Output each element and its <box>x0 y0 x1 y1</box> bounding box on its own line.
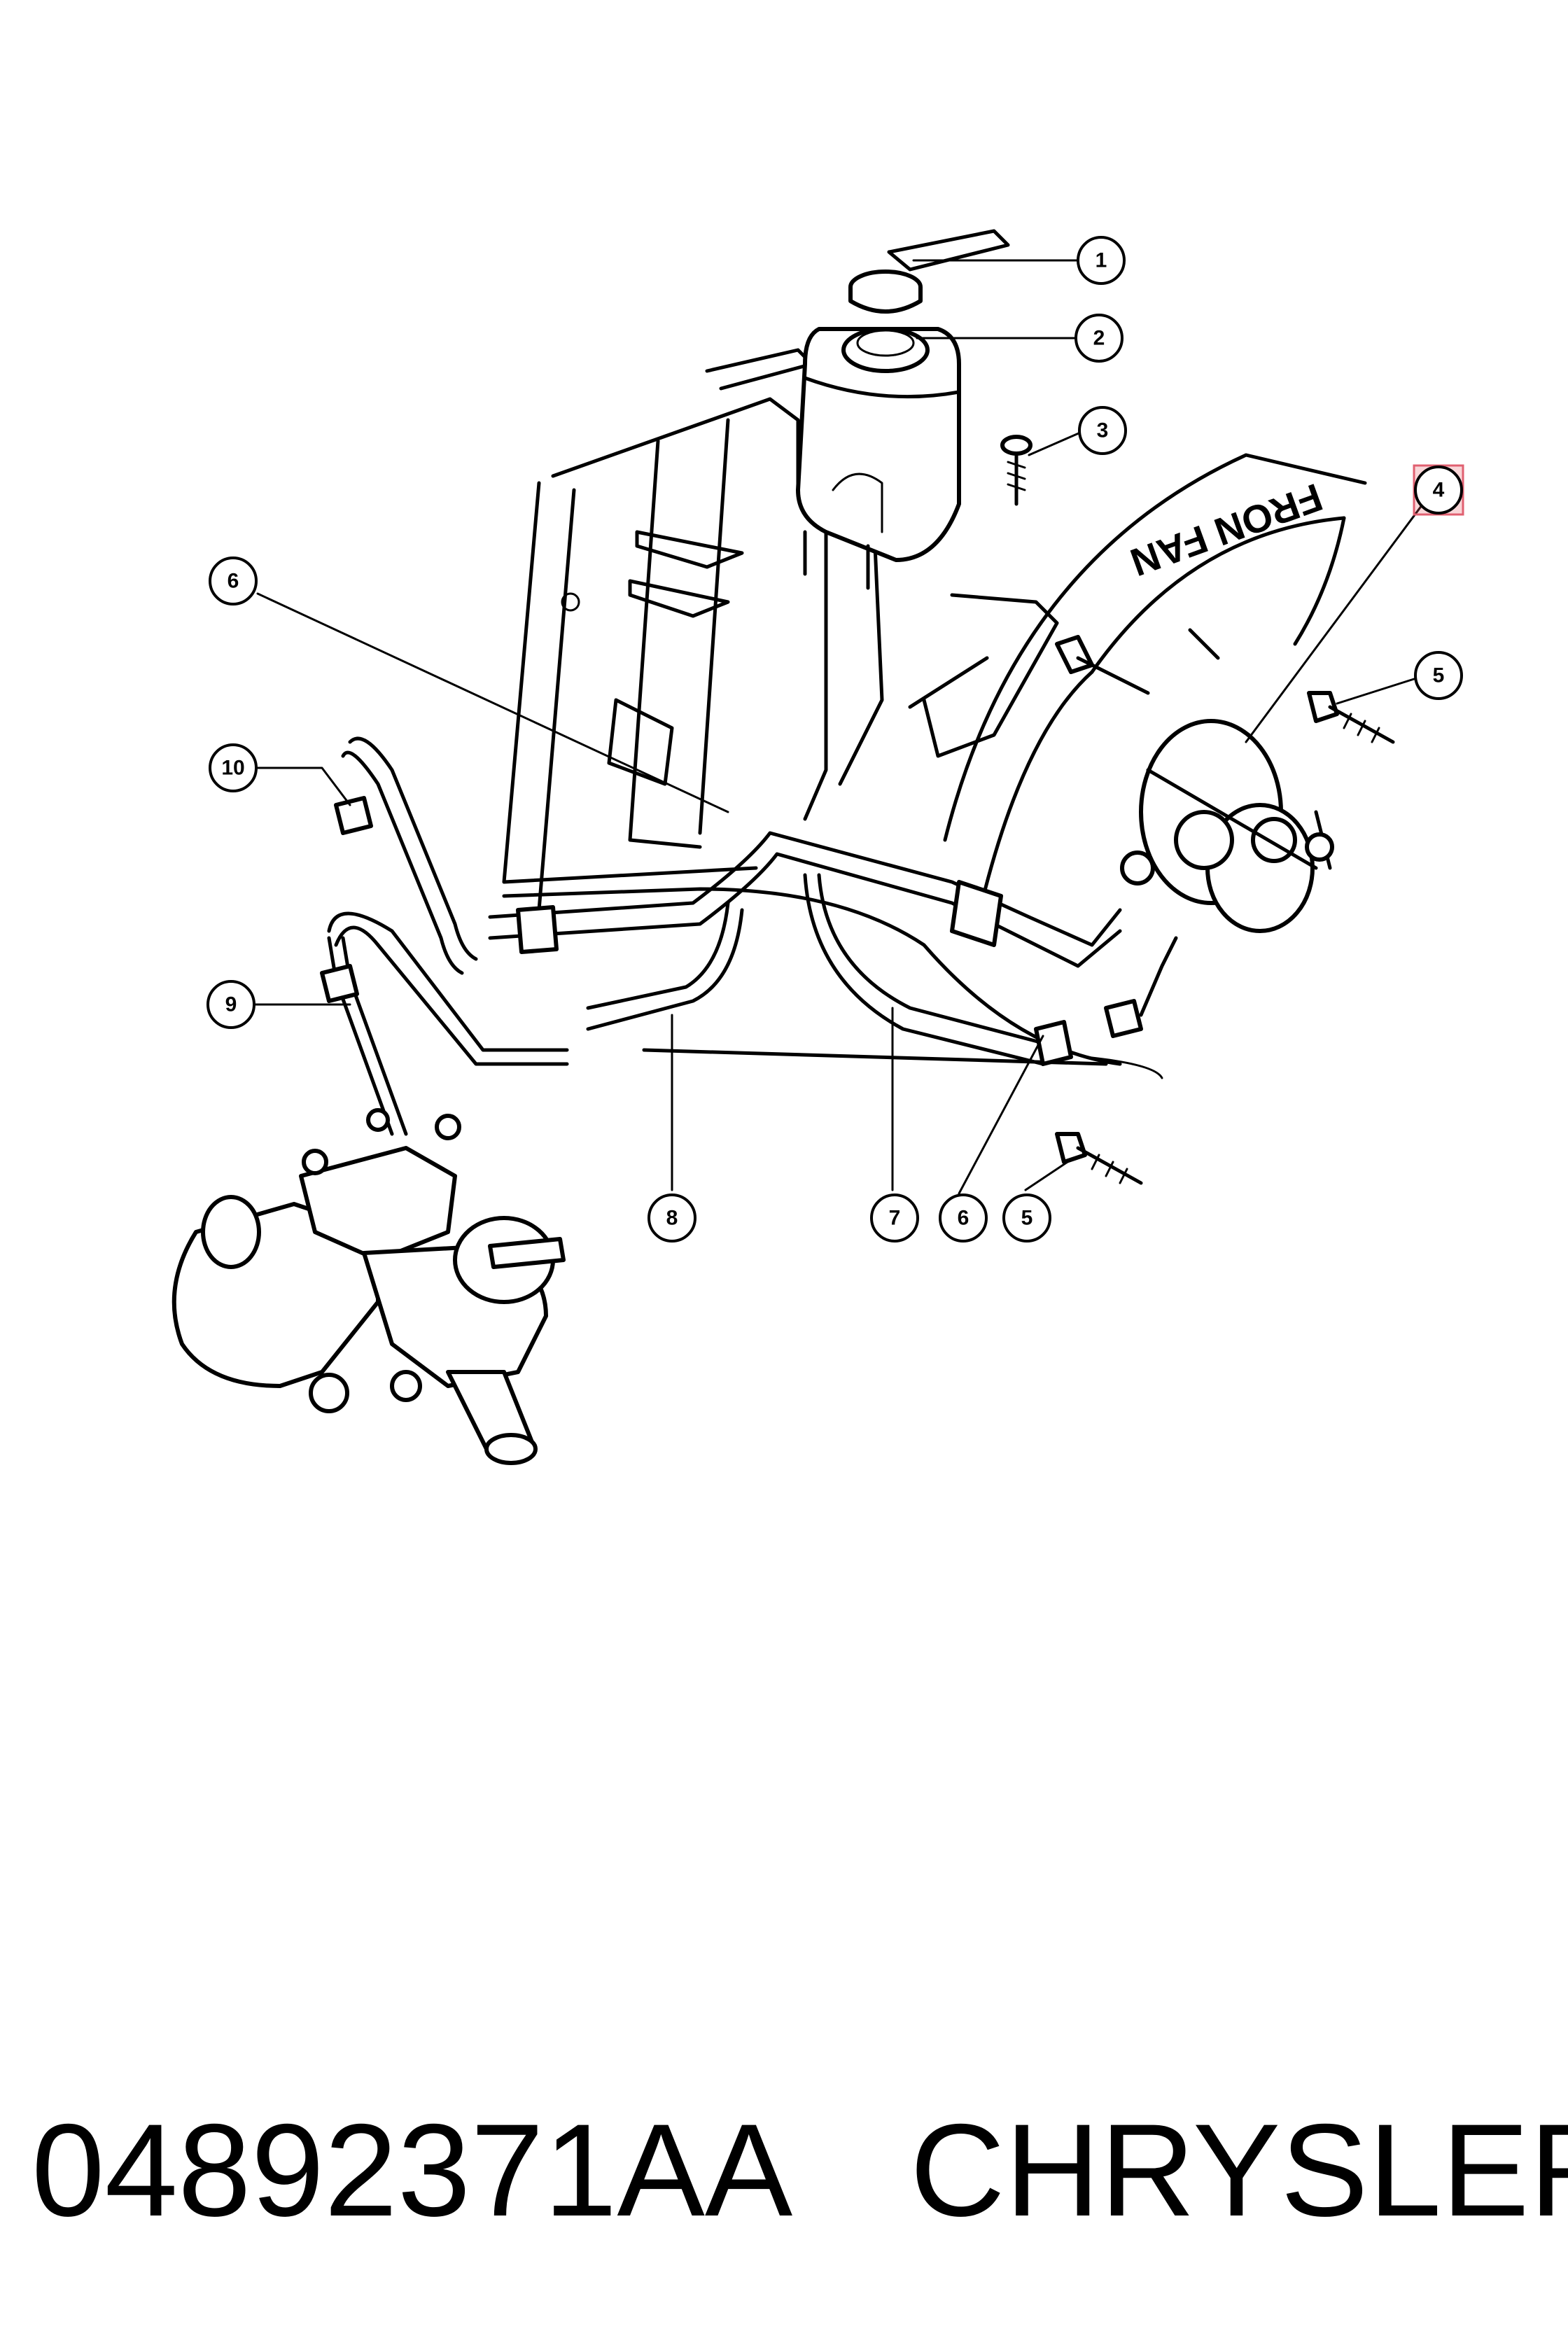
callout-10: 10 <box>209 743 258 792</box>
part-number: 04892371AA <box>31 2096 793 2244</box>
svg-text:6: 6 <box>227 570 239 593</box>
fan-shroud-label: FRON FAN <box>1125 475 1329 585</box>
callout-7: 7 <box>870 1194 919 1242</box>
footer: 04892371AA CHRYSLER <box>31 2093 1568 2247</box>
svg-text:6: 6 <box>958 1207 969 1230</box>
brake-lines <box>320 736 569 1136</box>
svg-text:1: 1 <box>1096 249 1107 272</box>
callout-8: 8 <box>648 1194 696 1242</box>
svg-text:4: 4 <box>1433 479 1445 502</box>
radiator-frame <box>502 229 1163 1079</box>
svg-text:3: 3 <box>1097 419 1109 442</box>
callout-9: 9 <box>206 980 255 1029</box>
reservoir-cap <box>848 270 923 314</box>
callout-2: 2 <box>1074 314 1124 363</box>
svg-text:10: 10 <box>221 757 244 780</box>
mounting-screw <box>1000 435 1032 506</box>
callout-6-lower: 6 <box>939 1194 988 1242</box>
svg-text:9: 9 <box>225 993 237 1016</box>
bolt-upper <box>1307 691 1395 744</box>
callout-3: 3 <box>1078 406 1127 455</box>
callout-1: 1 <box>1077 236 1126 285</box>
callout-5-upper: 5 <box>1414 651 1463 700</box>
power-steering-pump <box>1120 719 1334 933</box>
svg-text:7: 7 <box>889 1207 901 1230</box>
bolt-mid <box>1055 635 1150 695</box>
svg-text:8: 8 <box>666 1207 678 1230</box>
leader-lines <box>247 259 1429 1195</box>
return-hose <box>586 873 1178 1066</box>
steering-gear <box>172 1108 566 1465</box>
brand-name: CHRYSLER <box>910 2096 1568 2244</box>
pressure-hose <box>488 831 1122 968</box>
svg-text:5: 5 <box>1433 664 1445 687</box>
callout-5-lower: 5 <box>1002 1194 1051 1242</box>
reservoir <box>796 327 961 590</box>
svg-text:2: 2 <box>1093 327 1105 350</box>
callout-6-upper: 6 <box>209 556 258 606</box>
bolt-lower <box>1055 1132 1143 1185</box>
callout-4: 4 <box>1414 465 1463 514</box>
svg-text:5: 5 <box>1021 1207 1033 1230</box>
